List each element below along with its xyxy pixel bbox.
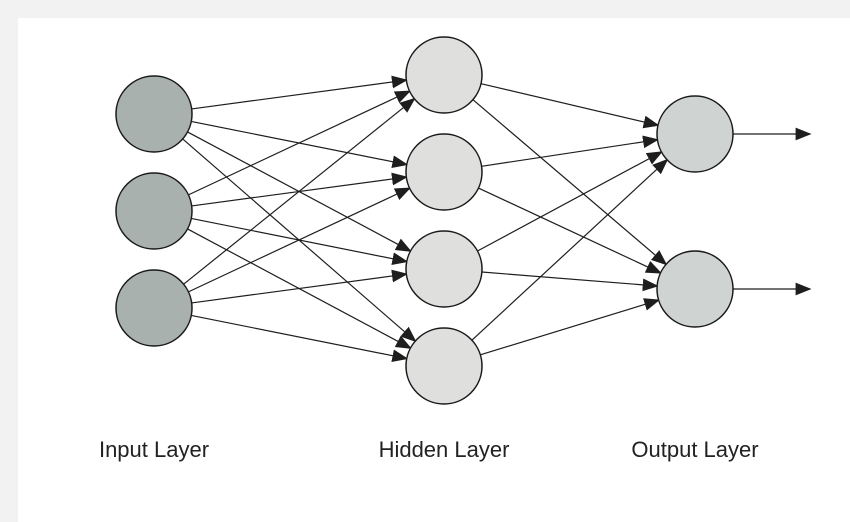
output-neuron-2	[656, 250, 734, 328]
input-neuron-3	[115, 269, 193, 347]
hidden-neuron-4	[405, 327, 483, 405]
neurons	[115, 36, 734, 405]
edge-hidden-3-to-output-2	[481, 271, 659, 292]
edge-hidden-4-to-output-2	[480, 298, 661, 356]
edge-hidden-2-to-output-1	[481, 135, 660, 167]
input-neuron-2	[115, 172, 193, 250]
input-layer-label: Input Layer	[99, 437, 209, 462]
edge-input-3-to-hidden-1	[183, 97, 416, 285]
output-layer-label: Output Layer	[631, 437, 758, 462]
edge-input-2-to-hidden-1	[188, 90, 412, 196]
edge-hidden-3-to-output-1	[477, 151, 663, 252]
edge-hidden-2-to-output-2	[478, 187, 663, 274]
input-neuron-1	[115, 75, 193, 153]
edge-hidden-1-to-output-1	[480, 83, 660, 129]
hidden-neuron-2	[405, 133, 483, 211]
edge-input-3-to-hidden-2	[188, 187, 412, 293]
edge-input-1-to-hidden-1	[191, 75, 408, 110]
output-neuron-1	[656, 95, 734, 173]
hidden-neuron-3	[405, 230, 483, 308]
edge-input-3-to-hidden-3	[191, 269, 408, 304]
hidden-layer-label: Hidden Layer	[379, 437, 510, 462]
edge-hidden-1-to-output-2	[472, 99, 668, 266]
hidden-neuron-1	[405, 36, 483, 114]
edge-hidden-4-to-output-1	[471, 158, 669, 341]
edge-input-3-to-hidden-4	[191, 314, 409, 362]
connections	[182, 75, 812, 362]
